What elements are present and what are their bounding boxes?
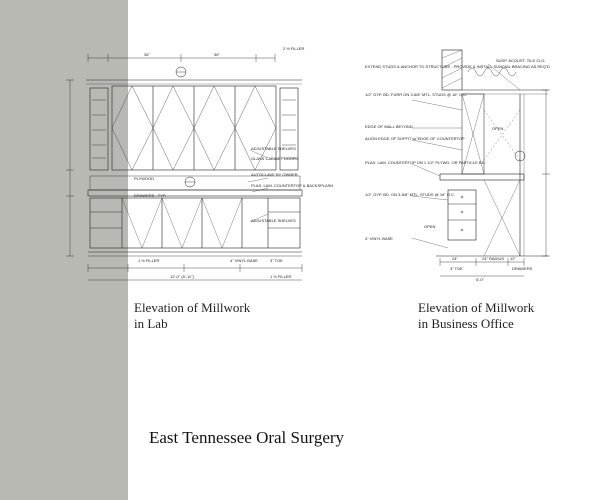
office-note-dim-b: 24" RADIUS [482,256,504,261]
lab-note-adjustable-shelves: ADJUSTABLE SHELVES [251,146,296,151]
lab-note-filler-bottom-right: 1 ½ FILLER [270,274,291,279]
lab-note-plam-counter: PLAS. LAM. COUNTERTOP & BACKSPLASH [251,183,333,188]
lab-note-plywood: PLYWOOD [134,176,154,181]
lab-note-filler-bottom: 1 ½ FILLER [138,258,159,263]
svg-text:36": 36" [214,52,220,57]
office-notes: EXTEND STUDS & ANCHOR TO STRUCTURE - PRO… [365,58,550,282]
office-note-ceiling: SUSP. ACOUST. TILE CLG. [496,58,546,63]
office-note-vinyl-base: 4" VINYL BASE [365,236,393,241]
lab-note-filler-top: 2 ½ FILLER [283,46,304,51]
lab-note-glass-doors: GLASS CABINET DOORS [251,156,299,161]
office-note-open-lower: OPEN [424,224,435,229]
office-note-dim-c: 12" [510,256,516,261]
lab-note-adjustable-shelves-low: ADJUSTABLE SHELVES [251,218,296,223]
lab-note-drawers: DRAWERS - TYP. [134,193,166,198]
lab-note-vinyl-base: 4" VINYL BASE [230,258,258,263]
lab-note-toe: 3" TOE [270,258,283,263]
office-note-gyp-furr: 1/2" GYP. BD. FURR ON 3-5/8" MTL. STUDS … [365,92,467,97]
caption-office-line2: in Business Office [418,316,514,331]
office-note-dim-a: 24" [452,256,458,261]
lab-notes: 2 ½ FILLER PLYWOOD DRAWERS - TYP. ADJUST… [134,46,333,279]
office-elevation [411,49,550,277]
gray-side-band [0,0,128,500]
lab-note-autoclave: AUTOCLAVE BY OWNER [251,172,298,177]
office-note-width: 5'-0" [476,277,485,282]
caption-lab-line1: Elevation of Millwork [134,300,251,315]
office-note-toe: 3" TOE [450,266,463,271]
office-note-soffit: ALIGN EDGE OF SOFFIT w/ EDGE OF COUNTERT… [365,136,465,141]
caption-office-line1: Elevation of Millwork [418,300,535,315]
office-note-plam: PLAS. LAM. COUNTERTOP ON 1 1/2" PLYWD. O… [365,160,486,165]
office-note-edge-wall: EDGE OF WALL BEYOND [365,124,413,129]
caption-lab: Elevation of Millwork in Lab [134,300,250,332]
office-note-drawers: DRAWERS [512,266,533,271]
office-note-gyp-studs: 1/2" GYP. BD. ON 3-5/8" MTL. STUDS @ 16"… [365,192,455,197]
svg-text:36": 36" [144,52,150,57]
office-note-studs: EXTEND STUDS & ANCHOR TO STRUCTURE - PRO… [365,64,550,69]
caption-lab-line2: in Lab [134,316,168,331]
lab-elevation: 36" 36" [66,52,303,281]
caption-office: Elevation of Millwork in Business Office [418,300,534,332]
office-note-open-upper: OPEN [492,126,503,131]
project-title: East Tennessee Oral Surgery [149,428,345,447]
lab-note-overall-width: 12'-0" (5'-11") [170,274,195,279]
